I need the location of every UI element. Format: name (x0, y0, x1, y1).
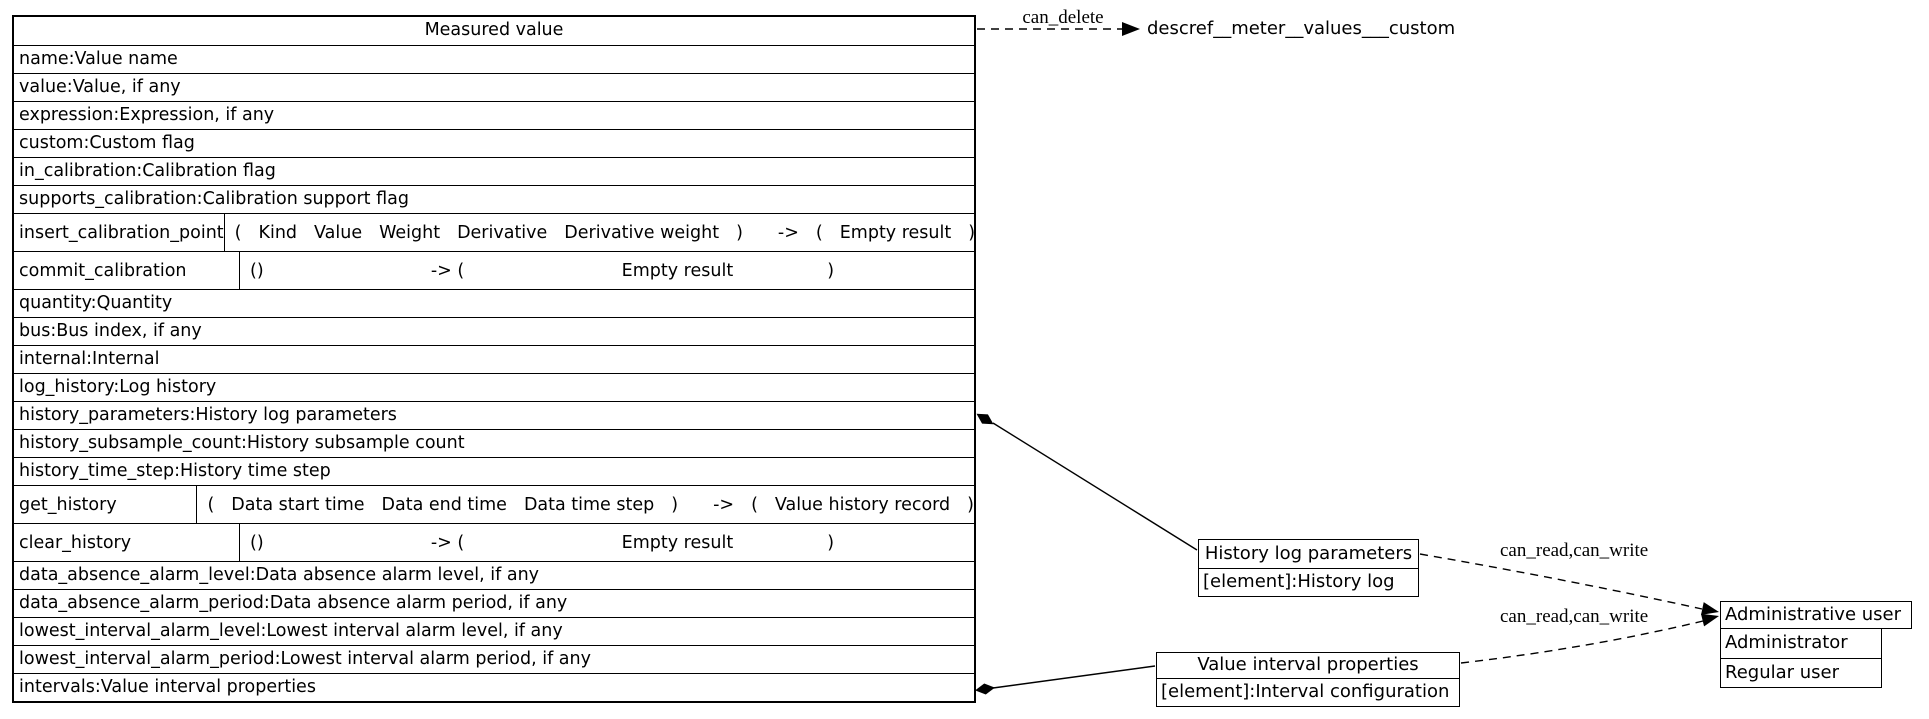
edge-history-composition (976, 413, 1198, 551)
descref-node: descref__meter__values___custom (1147, 18, 1456, 39)
table-row-field: history_subsample_count:History subsampl… (14, 429, 974, 457)
edge-intervals-composition (975, 665, 1156, 695)
table-row-field: intervals:Value interval properties (14, 673, 974, 701)
measured-value-title: Measured value (424, 20, 564, 40)
table-row-field: quantity:Quantity (14, 289, 974, 317)
table-row-field: lowest_interval_alarm_level:Lowest inter… (14, 617, 974, 645)
table-row-field: history_parameters:History log parameter… (14, 401, 974, 429)
edge-label-can-read-write-1: can_read,can_write (1500, 540, 1649, 561)
table-row-method: commit_calibration ()-> (Empty result) (14, 251, 974, 289)
table-row-field: value:Value, if any (14, 73, 974, 101)
administrative-user-title: Administrative user (1720, 601, 1912, 629)
method-name: commit_calibration (14, 252, 240, 289)
diamond-icon (976, 413, 994, 425)
arrowhead-icon (1122, 22, 1140, 36)
history-log-parameters-element: [element]:History log (1203, 571, 1395, 592)
table-row-field: expression:Expression, if any (14, 101, 974, 129)
method-signature: ()-> (Empty result) (250, 532, 835, 553)
value-interval-properties-node: Value interval properties [element]:Inte… (1156, 652, 1460, 707)
history-log-parameters-title: History log parameters (1199, 540, 1418, 569)
administrative-user-row-regular-user: Regular user (1721, 658, 1881, 687)
table-row-field: lowest_interval_alarm_period:Lowest inte… (14, 645, 974, 673)
method-name: insert_calibration_point (14, 214, 225, 251)
table-row-method: clear_history ()-> (Empty result) (14, 523, 974, 561)
value-interval-properties-element: [element]:Interval configuration (1161, 681, 1450, 702)
table-row-field: data_absence_alarm_level:Data absence al… (14, 561, 974, 589)
value-interval-properties-title: Value interval properties (1157, 653, 1459, 679)
diamond-icon (975, 683, 995, 695)
table-row-field: name:Value name (14, 45, 974, 73)
table-row-field: data_absence_alarm_period:Data absence a… (14, 589, 974, 617)
table-row-field: bus:Bus index, if any (14, 317, 974, 345)
arrowhead-icon (1700, 613, 1719, 627)
table-row-field: supports_calibration:Calibration support… (14, 185, 974, 213)
method-signature: ()-> (Empty result) (250, 260, 835, 281)
arrowhead-icon (1701, 602, 1719, 615)
table-row-field: custom:Custom flag (14, 129, 974, 157)
edge-label-can-read-write-2: can_read,can_write (1500, 606, 1649, 627)
edge-label-can-delete: can_delete (1022, 7, 1104, 28)
history-log-parameters-node: History log parameters [element]:History… (1198, 539, 1419, 597)
table-row-field: internal:Internal (14, 345, 974, 373)
table-row-field: in_calibration:Calibration flag (14, 157, 974, 185)
method-name: get_history (14, 486, 198, 523)
table-row-field: history_time_step:History time step (14, 457, 974, 485)
administrative-user-row-administrator: Administrator (1725, 632, 1848, 653)
method-name: clear_history (14, 524, 240, 561)
table-row-field: log_history:Log history (14, 373, 974, 401)
administrative-user-node: Administrator Regular user (1720, 628, 1882, 688)
